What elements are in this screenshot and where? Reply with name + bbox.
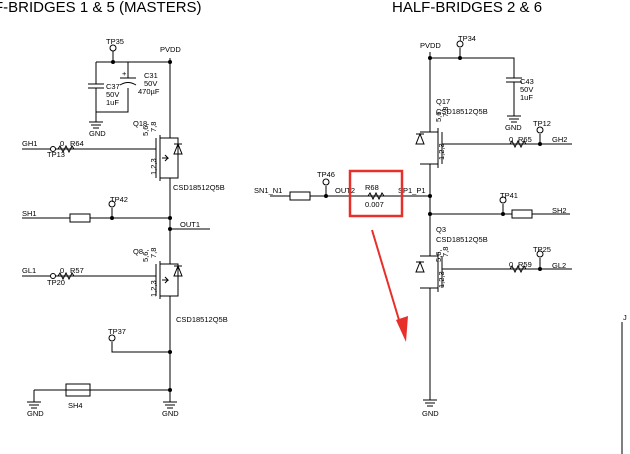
svg-text:0: 0 [60, 139, 64, 148]
svg-text:7,8: 7,8 [441, 107, 450, 117]
test-point-tp12[interactable] [536, 126, 544, 134]
junction-dot [168, 60, 172, 64]
svg-text:5,6,: 5,6, [434, 109, 443, 122]
svg-text:7,8: 7,8 [441, 247, 450, 257]
test-point-tp25[interactable] [536, 250, 544, 258]
test-point-tp46[interactable] [322, 178, 330, 186]
sn1-resistor [289, 191, 311, 201]
highlight-box [348, 169, 404, 218]
highlight-arrow [371, 229, 403, 331]
q8-label: Q8 [133, 247, 143, 256]
net-gh2: GH2 [552, 135, 567, 144]
q18-label: Q18 [133, 119, 147, 128]
header-left: F-BRIDGES 1 & 5 (MASTERS) [0, 0, 202, 16]
c31-label: C31 [144, 71, 158, 80]
test-point-tp42[interactable] [108, 200, 116, 208]
header-right: HALF-BRIDGES 2 & 6 [392, 0, 542, 16]
svg-text:7,8: 7,8 [149, 122, 158, 132]
svg-text:0: 0 [509, 135, 513, 144]
gnd-bottom-left: GND [162, 409, 179, 418]
gnd-bottom-right: GND [422, 409, 439, 418]
svg-text:0: 0 [60, 266, 64, 275]
svg-text:1,2,3: 1,2,3 [437, 143, 446, 160]
svg-text:5,6,: 5,6, [141, 249, 150, 262]
svg-text:TP41: TP41 [500, 191, 518, 200]
net-sh1: SH1 [22, 209, 37, 218]
r65-label: R65 [518, 135, 532, 144]
gnd-left: GND [27, 409, 44, 418]
svg-text:50V: 50V [520, 85, 533, 94]
svg-text:TP37: TP37 [108, 327, 126, 336]
highlight-arrowhead [396, 316, 408, 342]
sh2-resistor [511, 209, 533, 219]
svg-text:1uF: 1uF [106, 98, 119, 107]
net-gh1: GH1 [22, 139, 37, 148]
mosfet-q18 [155, 130, 183, 186]
q3-label: Q3 [436, 225, 446, 234]
svg-text:5,6,: 5,6, [434, 249, 443, 262]
net-out1: OUT1 [180, 220, 200, 229]
svg-text:1,2,3: 1,2,3 [149, 158, 158, 175]
test-point-tp20[interactable] [50, 273, 56, 279]
svg-text:470µF: 470µF [138, 87, 160, 96]
mosfet-q8 [155, 256, 183, 304]
svg-text:TP12: TP12 [533, 119, 551, 128]
mosfet-q3 [415, 244, 443, 298]
svg-text:7,8: 7,8 [149, 248, 158, 258]
net-gl2: GL2 [552, 261, 566, 270]
mosfet-q17 [415, 122, 443, 174]
right-half-bridge: PVDD TP34 C43 50V 1uF GND Q17 CSD18512Q5… [415, 34, 627, 454]
right-pvdd-label: PVDD [420, 41, 441, 50]
sh4-label: SH4 [68, 401, 83, 410]
test-point-tp37[interactable] [108, 334, 116, 342]
r68-label: R68 [365, 183, 379, 192]
r59-label: R59 [518, 260, 532, 269]
left-half-bridge: PVDD TP35 C37 50V 1uF + C31 50V 470µF GN… [22, 37, 228, 418]
tp35-label: TP35 [106, 37, 124, 46]
gnd-symbol: GND [89, 129, 106, 138]
svg-text:TP46: TP46 [317, 170, 335, 179]
svg-text:5,6,: 5,6, [141, 123, 150, 136]
svg-text:50V: 50V [106, 90, 119, 99]
left-pvdd-label: PVDD [160, 45, 181, 54]
svg-text:TP42: TP42 [110, 195, 128, 204]
svg-text:TP34: TP34 [458, 34, 476, 43]
c31-plus: + [122, 69, 127, 78]
q17-label: Q17 [436, 97, 450, 106]
r68-value: 0.007 [365, 200, 384, 209]
svg-text:0: 0 [509, 260, 513, 269]
c37-label: C37 [106, 82, 120, 91]
q8-part: CSD18512Q5B [176, 315, 228, 324]
test-point-tp35[interactable] [109, 44, 117, 52]
r57-label: R57 [70, 266, 84, 275]
svg-text:1,2,3: 1,2,3 [437, 271, 446, 288]
svg-text:TP13: TP13 [47, 150, 65, 159]
svg-text:50V: 50V [144, 79, 157, 88]
shunt-section: SN1_N1 TP46 OUT2 R68 0.007 SP1_P1 [254, 169, 430, 342]
q18-part: CSD18512Q5B [173, 183, 225, 192]
test-point-tp13[interactable] [50, 146, 56, 152]
q17-part: CSD18512Q5B [436, 107, 488, 116]
c43-label: C43 [520, 77, 534, 86]
svg-text:TP20: TP20 [47, 278, 65, 287]
net-out2: OUT2 [335, 186, 355, 195]
gnd-cap: GND [505, 123, 522, 132]
test-point-tp34[interactable] [456, 40, 464, 48]
svg-text:1uF: 1uF [520, 93, 533, 102]
edge-label: J [623, 313, 627, 322]
net-sn1-n1: SN1_N1 [254, 186, 282, 195]
net-gl1: GL1 [22, 266, 36, 275]
r64-label: R64 [70, 139, 84, 148]
net-sp1-p1: SP1_P1 [398, 186, 426, 195]
svg-text:TP25: TP25 [533, 245, 551, 254]
net-sh2: SH2 [552, 206, 567, 215]
q3-part: CSD18512Q5B [436, 235, 488, 244]
sh1-resistor [69, 213, 91, 223]
svg-text:1,2,3: 1,2,3 [149, 280, 158, 297]
test-point-tp41[interactable] [499, 196, 507, 204]
